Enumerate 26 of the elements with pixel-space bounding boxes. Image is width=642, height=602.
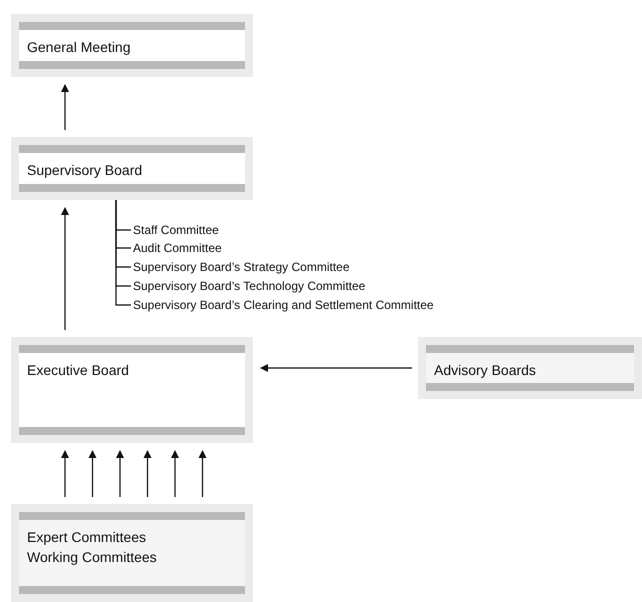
committee-label: Supervisory Board’s Technology Committee (133, 278, 366, 294)
committee-label: Audit Committee (133, 240, 222, 256)
box-title: Executive Board (27, 361, 129, 380)
box-title: Working Committees (27, 548, 157, 567)
arrow (88, 450, 96, 497)
arrow (171, 450, 179, 497)
box-title: Supervisory Board (27, 161, 142, 180)
connector-line (115, 200, 131, 306)
committee-label: Supervisory Board’s Clearing and Settlement Committee (133, 297, 434, 313)
org-box (11, 337, 253, 443)
box-title: Expert Committees (27, 528, 146, 547)
box-title: General Meeting (27, 38, 131, 57)
org-box (11, 504, 253, 602)
org-box (418, 337, 642, 399)
committee-label: Supervisory Board’s Strategy Committee (133, 259, 350, 275)
org-box (11, 14, 253, 77)
arrow (61, 207, 69, 330)
org-box (11, 137, 253, 200)
arrow (260, 364, 412, 372)
arrow (144, 450, 152, 497)
arrow (61, 450, 69, 497)
arrow (198, 450, 206, 497)
arrow (61, 84, 69, 130)
arrow (116, 450, 124, 497)
committee-label: Staff Committee (133, 222, 219, 238)
box-title: Advisory Boards (434, 361, 536, 380)
